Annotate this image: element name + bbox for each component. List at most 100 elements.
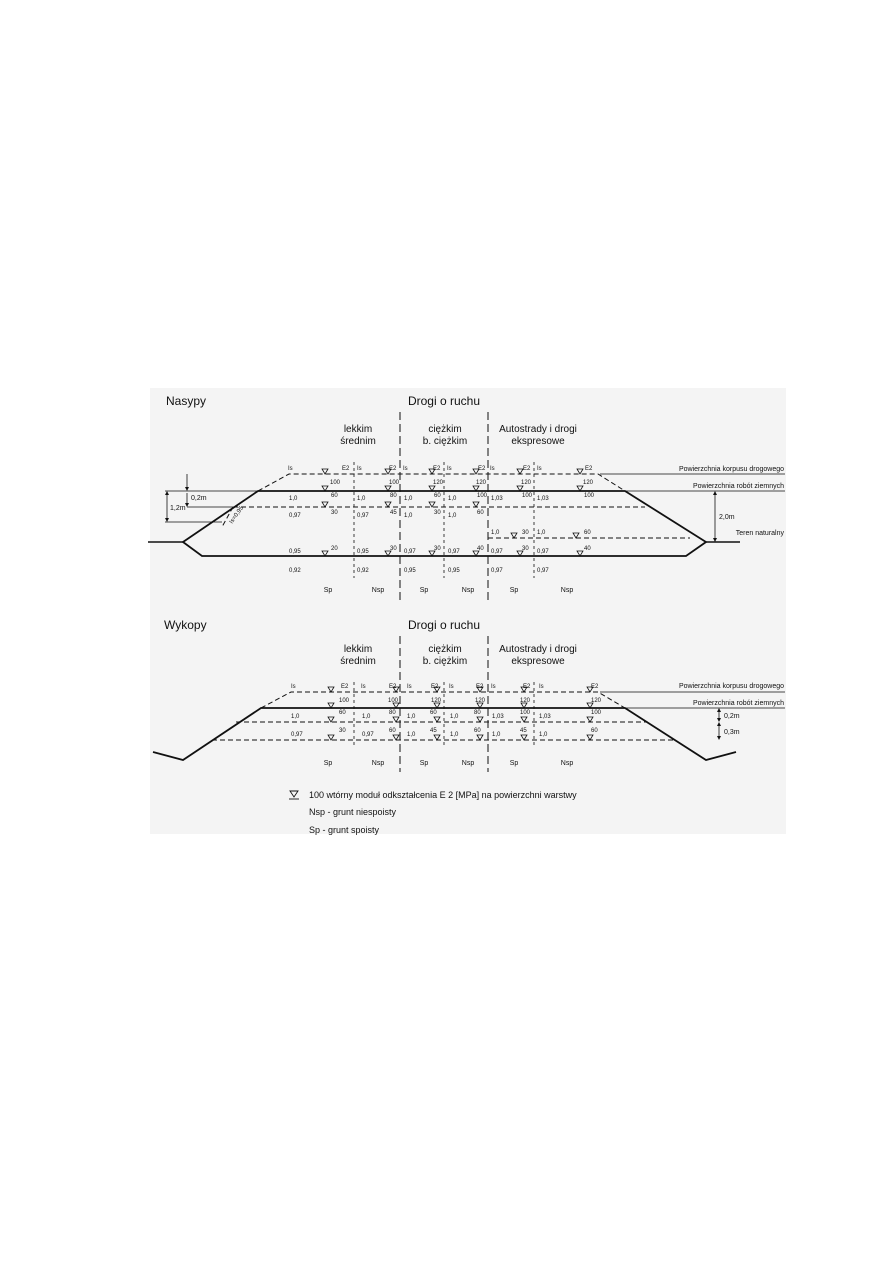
- modulus-marker-icon: [384, 485, 392, 492]
- nasypy-row6-is: 0,97: [537, 568, 549, 574]
- nasypy-dim-02: 0,2m: [191, 495, 207, 502]
- wykopy-row2-is: 1,03: [492, 714, 504, 720]
- nasypy-row2-e2: 60: [331, 493, 338, 499]
- wykopy-row2-is: 1,0: [450, 714, 459, 720]
- wykopy-row3: 0,97 0,97 1,0 1,0 1,0 1,0 30 60 45 60 45…: [291, 728, 598, 738]
- modulus-marker-icon: [321, 468, 329, 475]
- nasypy-row2-is: 1,0: [404, 496, 413, 502]
- modulus-marker-icon: [520, 716, 528, 723]
- modulus-marker-icon: [428, 501, 436, 508]
- nasypy-toplabel: Is: [357, 466, 362, 472]
- modulus-marker-icon: [472, 501, 480, 508]
- wykopy-row1: 100 100 120 120 120 120: [339, 698, 602, 704]
- wykopy-toplabel: Is: [361, 684, 366, 690]
- wykopy-row2-e2: 60: [339, 710, 346, 716]
- nasypy-toplabel: E2: [585, 466, 593, 472]
- wykopy-toplabel: Is: [491, 684, 496, 690]
- wykopy-toplabel: Is: [539, 684, 544, 690]
- wykopy-row3-is: 0,97: [362, 732, 374, 738]
- legend-modulus: 100 wtórny moduł odkształcenia E 2 [MPa]…: [309, 790, 577, 800]
- nasypy-row2-is: 1,0: [448, 496, 457, 502]
- nasypy-cat1-line1: lekkim: [344, 424, 372, 435]
- nasypy-row5-e2: 20: [331, 546, 338, 552]
- wykopy-row1-value: 120: [520, 698, 531, 704]
- nasypy-dim-20: 2,0m: [719, 514, 735, 521]
- modulus-marker-icon: [576, 468, 584, 475]
- modulus-marker-icon: [321, 485, 329, 492]
- modulus-marker-icon: [392, 734, 400, 741]
- modulus-marker-icon: [433, 686, 441, 693]
- nasypy-row4: 1,0 1,0 30 60: [491, 530, 591, 536]
- nasypy-embankment-outline: [181, 490, 708, 557]
- modulus-marker-icon: [516, 485, 524, 492]
- nasypy-row4-e2: 30: [522, 530, 529, 536]
- modulus-marker-icon: [392, 702, 400, 709]
- modulus-marker-icon: [327, 734, 335, 741]
- modulus-marker-icon: [428, 485, 436, 492]
- modulus-marker-icon: [327, 716, 335, 723]
- nasypy-row3-is: 1,0: [448, 513, 457, 519]
- wykopy-row2-e2: 100: [520, 710, 531, 716]
- nasypy-row2-is: 1,03: [537, 496, 549, 502]
- nasypy-slope-layer: [221, 506, 234, 528]
- nasypy-row6: 0,92 0,92 0,95 0,95 0,97 0,97: [289, 568, 549, 574]
- modulus-marker-icon: [520, 734, 528, 741]
- nasypy-toplabel: Is: [490, 466, 495, 472]
- wykopy-soil: Sp: [510, 760, 519, 767]
- nasypy-toplabel: Is: [537, 466, 542, 472]
- nasypy-row5: 0,95 0,95 0,97 0,97 0,97 0,97 20 30 30 4…: [289, 546, 591, 555]
- nasypy-row5-is: 0,97: [404, 549, 416, 555]
- modulus-marker-icon: [520, 702, 528, 709]
- wykopy-cat3-line2: ekspresowe: [511, 656, 565, 667]
- nasypy-soil-labels: Sp Nsp Sp Nsp Sp Nsp: [324, 587, 574, 594]
- wykopy-top-labels: Is E2 Is E2 Is E2 Is E2 Is E2 Is E2: [291, 684, 599, 690]
- modulus-marker-icon: [586, 702, 594, 709]
- nasypy-row3: 0,97 0,97 1,0 1,0 30 45 30 60: [289, 510, 484, 519]
- modulus-marker-icon: [433, 702, 441, 709]
- nasypy-markers: [321, 468, 584, 557]
- nasypy-toplabel: Is: [403, 466, 408, 472]
- nasypy-cat1-line2: średnim: [340, 436, 376, 447]
- nasypy-korpus-label: Powierzchnia korpusu drogowego: [679, 466, 784, 473]
- wykopy-toplabel: E2: [591, 684, 599, 690]
- nasypy-row1-value: 120: [433, 480, 444, 486]
- modulus-marker-icon: [472, 550, 480, 557]
- nasypy-row4-is: 1,0: [491, 530, 500, 536]
- wykopy-row3-e2: 30: [339, 728, 346, 734]
- modulus-marker-icon: [576, 485, 584, 492]
- nasypy-row6-is: 0,92: [357, 568, 369, 574]
- wykopy-row1-value: 120: [475, 698, 486, 704]
- nasypy-toplabel: Is: [288, 466, 293, 472]
- nasypy-soil: Sp: [510, 587, 519, 594]
- nasypy-row1-value: 120: [583, 480, 594, 486]
- modulus-marker-icon: [576, 550, 584, 557]
- nasypy-soil: Nsp: [462, 587, 475, 594]
- wykopy-row1-value: 100: [339, 698, 350, 704]
- nasypy-row3-is: 0,97: [289, 513, 301, 519]
- nasypy-cat2-line2: b. ciężkim: [423, 436, 467, 447]
- wykopy-header: Drogi o ruchu: [408, 618, 480, 632]
- modulus-marker-icon: [586, 734, 594, 741]
- nasypy-toplabel: E2: [523, 466, 531, 472]
- wykopy-soil: Sp: [324, 760, 333, 767]
- nasypy-row5-is: 0,95: [357, 549, 369, 555]
- nasypy-row5-e2: 30: [390, 546, 397, 552]
- diagram-panel: [150, 388, 786, 834]
- nasypy-row2-e2: 80: [390, 493, 397, 499]
- modulus-marker-icon: [476, 686, 484, 693]
- modulus-marker-icon: [572, 532, 580, 539]
- wykopy-dim-03: 0,3m: [724, 729, 740, 736]
- wykopy-cat3-line1: Autostrady i drogi: [499, 644, 577, 655]
- wykopy-soil: Nsp: [372, 760, 385, 767]
- nasypy-cat3-line1: Autostrady i drogi: [499, 424, 577, 435]
- nasypy-row5-e2: 30: [434, 546, 441, 552]
- wykopy-row3-is: 1,0: [492, 732, 501, 738]
- modulus-marker-icon: [321, 550, 329, 557]
- wykopy-markers: [327, 686, 594, 741]
- nasypy-row1-value: 100: [389, 480, 400, 486]
- wykopy-row2-is: 1,03: [539, 714, 551, 720]
- nasypy-row2: 1,0 1,0 1,0 1,0 1,03 1,03 60 80 60 100 1…: [289, 493, 595, 502]
- wykopy-cat1-line1: lekkim: [344, 644, 372, 655]
- nasypy-row6-is: 0,97: [491, 568, 503, 574]
- nasypy-row1-value: 120: [521, 480, 532, 486]
